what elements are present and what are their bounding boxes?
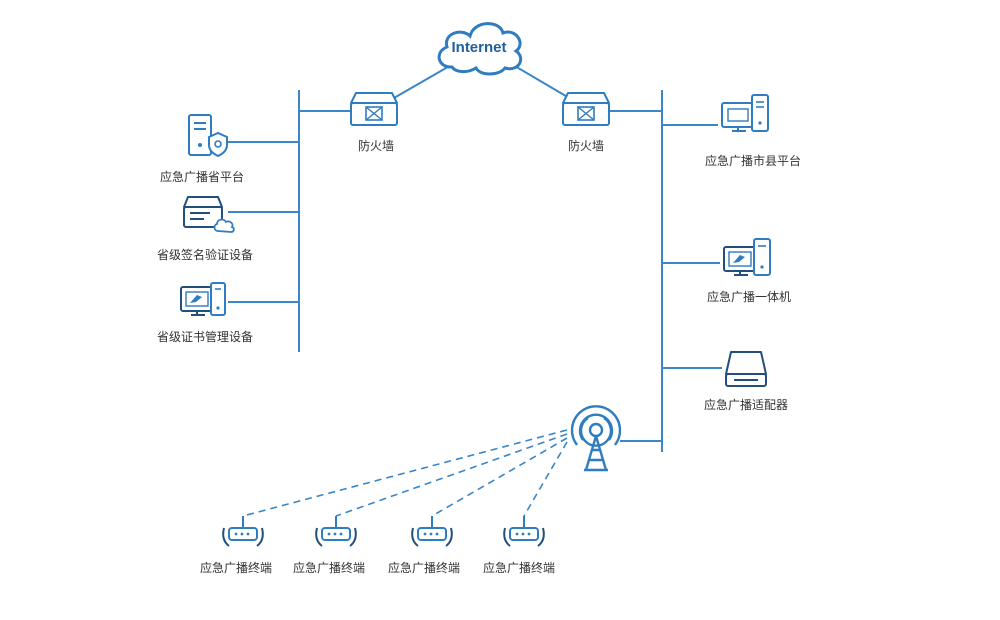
firewall-icon (562, 92, 610, 126)
left-node-3-label: 省级证书管理设备 (157, 329, 253, 344)
connections (222, 61, 722, 517)
cloud-label: Internet (451, 39, 506, 56)
link-internet-left (386, 63, 454, 103)
wireless-link-2 (335, 433, 568, 517)
adapter-icon (725, 351, 767, 387)
signature-device-icon (183, 196, 235, 233)
left-node-2-label: 省级签名验证设备 (157, 247, 253, 262)
wireless-link-4 (523, 441, 568, 517)
firewall-left-label: 防火墙 (358, 138, 394, 153)
right-node-3-label: 应急广播适配器 (704, 397, 788, 412)
monitor-pc-icon (180, 282, 226, 316)
terminal-router-icon (503, 516, 545, 547)
firewall-icon (350, 92, 398, 126)
right-node-2-label: 应急广播一体机 (707, 289, 791, 304)
terminal-router-icon (315, 516, 357, 547)
firewall-right-label: 防火墙 (568, 138, 604, 153)
left-node-1-label: 应急广播省平台 (160, 169, 244, 184)
terminal-2-label: 应急广播终端 (293, 560, 365, 575)
terminal-router-icon (222, 516, 264, 547)
server-tower-icon (188, 114, 228, 158)
cloud-icon: Internet (437, 22, 523, 76)
wireless-link-1 (242, 429, 568, 517)
monitor-pc-icon (723, 238, 771, 276)
broadcast-tower-icon (570, 405, 622, 472)
terminal-1-label: 应急广播终端 (200, 560, 272, 575)
right-node-1-label: 应急广播市县平台 (705, 153, 801, 168)
monitor-pc-icon (721, 94, 769, 132)
terminal-router-icon (411, 516, 453, 547)
terminal-4-label: 应急广播终端 (483, 560, 555, 575)
wireless-link-3 (431, 437, 568, 517)
terminal-3-label: 应急广播终端 (388, 560, 460, 575)
link-internet-right (507, 61, 577, 103)
